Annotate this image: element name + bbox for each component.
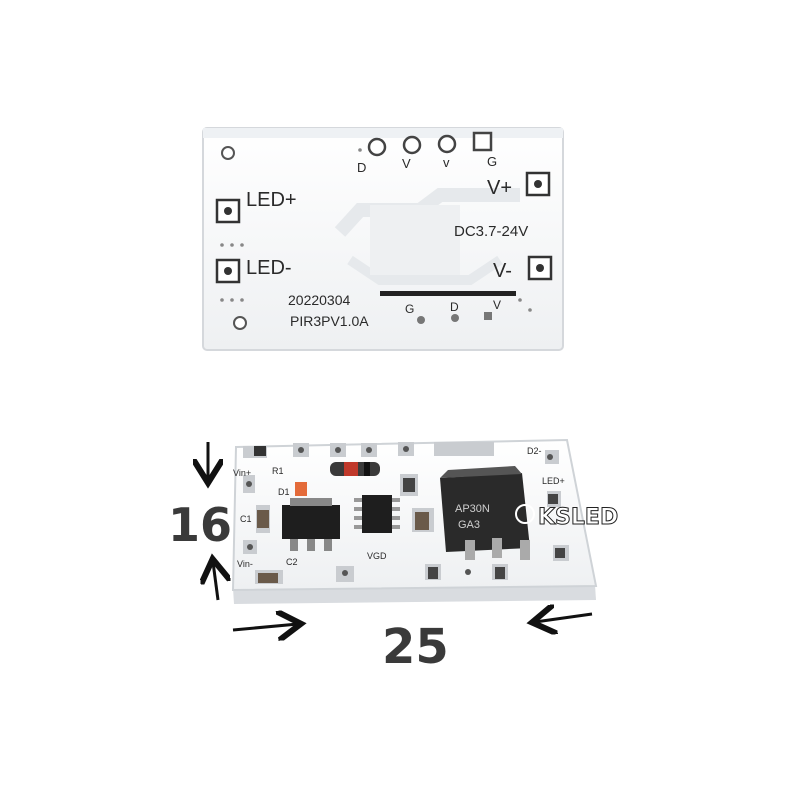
label-led-plus: LED+ bbox=[246, 189, 297, 211]
pin-label-d: D bbox=[357, 160, 366, 175]
left-arrow-icon bbox=[535, 614, 593, 622]
pin-hole-icon bbox=[367, 137, 387, 157]
mount-hole-icon bbox=[221, 146, 235, 160]
right-arrow-icon bbox=[232, 624, 298, 630]
label-version: PIR3PV1.0A bbox=[290, 313, 369, 329]
mosfet-marking-1: AP30N bbox=[455, 503, 490, 515]
label-d2: D2- bbox=[527, 446, 542, 456]
pin-label-d-bottom: D bbox=[450, 300, 459, 314]
pcb-back-side: D V v G LED+ LED- V+ V- DC3.7-24V 202203… bbox=[202, 127, 564, 351]
up-arrow-icon bbox=[213, 562, 218, 601]
mosfet-chip-icon: AP30N GA3 bbox=[440, 466, 530, 560]
dimension-height: 16 bbox=[168, 498, 232, 552]
label-vgd: VGD bbox=[367, 551, 387, 561]
pin-label-v: V bbox=[402, 156, 411, 171]
watermark: KSLED bbox=[515, 504, 619, 531]
watermark-text: KSLED bbox=[538, 505, 618, 530]
label-vin-plus: Vin+ bbox=[233, 468, 251, 478]
ic-chip-icon bbox=[354, 495, 400, 533]
label-c1: C1 bbox=[240, 514, 252, 524]
pin-square-icon bbox=[472, 131, 493, 152]
label-voltage: DC3.7-24V bbox=[454, 223, 528, 240]
label-v-plus: V+ bbox=[487, 177, 512, 199]
pin-label-v-small: v bbox=[443, 155, 450, 170]
label-date: 20220304 bbox=[288, 292, 351, 308]
mosfet-marking-2: GA3 bbox=[458, 519, 480, 531]
smd-component-icon bbox=[254, 446, 565, 583]
pin-hole-icon bbox=[437, 134, 457, 154]
pin-label-v-bottom: V bbox=[493, 298, 501, 312]
led-icon bbox=[295, 482, 307, 496]
diode-icon bbox=[330, 462, 380, 476]
pin-label-g-bottom: G bbox=[405, 302, 414, 316]
pin-hole-icon bbox=[402, 135, 422, 155]
pin-label-g: G bbox=[487, 154, 497, 169]
label-c2: C2 bbox=[286, 557, 298, 567]
label-d1: D1 bbox=[278, 487, 290, 497]
dimension-width: 25 bbox=[382, 619, 449, 675]
sun-logo-icon bbox=[515, 504, 535, 524]
label-led-plus-front: LED+ bbox=[542, 476, 565, 486]
pcb-front-side: Vin+ Vin- R1 C1 C2 Q1 D1 D2- LED+ VGD bbox=[231, 438, 598, 604]
label-led-minus: LED- bbox=[246, 257, 292, 279]
dimension-annotations: 16 25 bbox=[168, 442, 593, 675]
label-vin-minus: Vin- bbox=[237, 559, 253, 569]
label-r1: R1 bbox=[272, 466, 284, 476]
label-v-minus: V- bbox=[493, 260, 512, 282]
mount-hole-icon bbox=[233, 316, 247, 330]
regulator-chip-icon bbox=[282, 498, 340, 551]
